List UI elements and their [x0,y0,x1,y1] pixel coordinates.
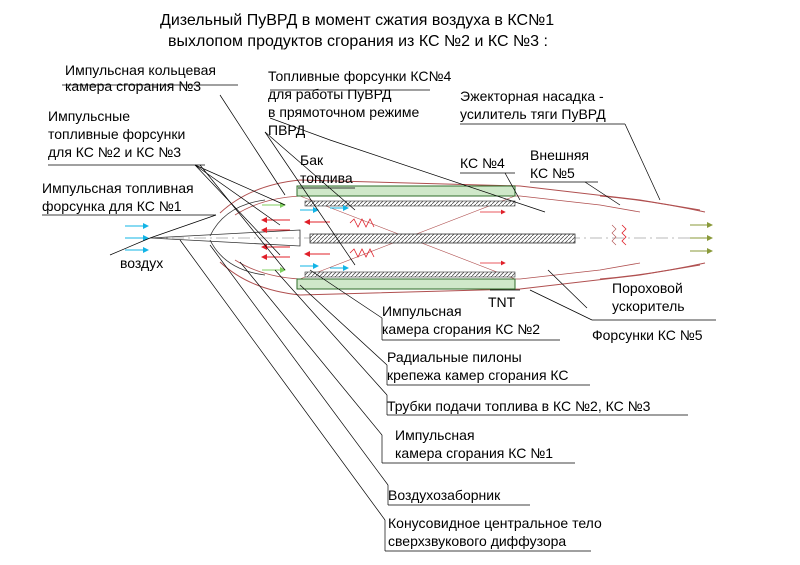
label-ring-chamber-line1: Импульсная кольцевая [65,62,216,78]
tnt-bar-bottom [304,271,516,278]
ks5-injector-zigzag [621,224,627,246]
label-intake: Воздухозаборник [388,487,501,503]
label-ks4: КС №4 [460,155,505,171]
label-fuel-inj-ks4-line2: для работы ПуВРД [268,86,392,102]
ejector-nozzle [599,195,706,213]
label-fuel-inj-ks4-line4: ПВРД [268,122,306,138]
label-chamber2-line1: Импульсная [382,303,462,319]
label-fuel-inj-ks4-line1: Топливные форсунки КС№4 [268,68,452,84]
label-ks5-line1: Внешняя [530,147,589,163]
ks4-injector-zigzag [349,218,375,228]
label-ks5-injectors: Форсунки КС №5 [592,327,703,343]
label-tank-line1: Бак [300,152,324,168]
label-pulse-inj-23-line3: для КС №2 и КС №3 [48,144,181,160]
label-pulse-inj-23-line2: топливные форсунки [48,126,185,142]
leader-lines [42,84,716,552]
fuel-tank-bottom [296,278,516,290]
label-tank-line2: топлива [300,170,353,186]
label-tnt: TNT [488,294,516,310]
label-chamber2-line2: камера сгорания КС №2 [382,321,540,337]
label-cone-line1: Конусовидное центральное тело [388,515,602,531]
label-fuel-inj-ks4-line3: в прямоточном режиме [268,104,420,120]
label-pylons-line2: крепежа камер сгорания КС [387,367,569,383]
label-ks5-line2: КС №5 [530,165,575,181]
label-air: воздух [120,255,163,271]
tnt-bar-top [304,200,516,207]
label-pulse-inj-23-line1: Импульсные [48,108,130,124]
label-booster-line2: ускоритель [612,298,685,314]
label-chamber1-line1: Импульсная [395,427,475,443]
flow-arrows [125,202,713,273]
label-pulse-inj-1-line1: Импульсная топливная [42,180,194,196]
outer-cowl-lower [219,261,701,296]
label-pulse-inj-1-line2: форсунка для КС №1 [42,198,182,214]
label-ring-chamber-line2: камера сгорания №3 [65,78,201,94]
intake-lip [209,199,266,237]
title-line-1: Дизельный ПуВРД в момент сжатия воздуха … [160,12,554,29]
outer-cowl [219,179,701,214]
label-ejector-line2: усилитель тяги ПуВРД [460,106,606,122]
label-fuel-tubes: Трубки подачи топлива в КС №2, КС №3 [387,398,651,414]
label-ejector-line1: Эжекторная насадка - [460,88,604,104]
central-body [309,233,576,244]
label-booster-line1: Пороховой [612,280,683,296]
labels: Импульсная кольцевая камера сгорания №3 … [42,62,703,549]
label-chamber1-line2: камера сгорания КС №1 [395,445,553,461]
label-pylons-line1: Радиальные пилоны [387,349,522,365]
title-line-2: выхлопом продуктов сгорания из КС №2 и К… [168,33,548,50]
label-cone-line2: сверхзвукового диффузора [388,533,566,549]
